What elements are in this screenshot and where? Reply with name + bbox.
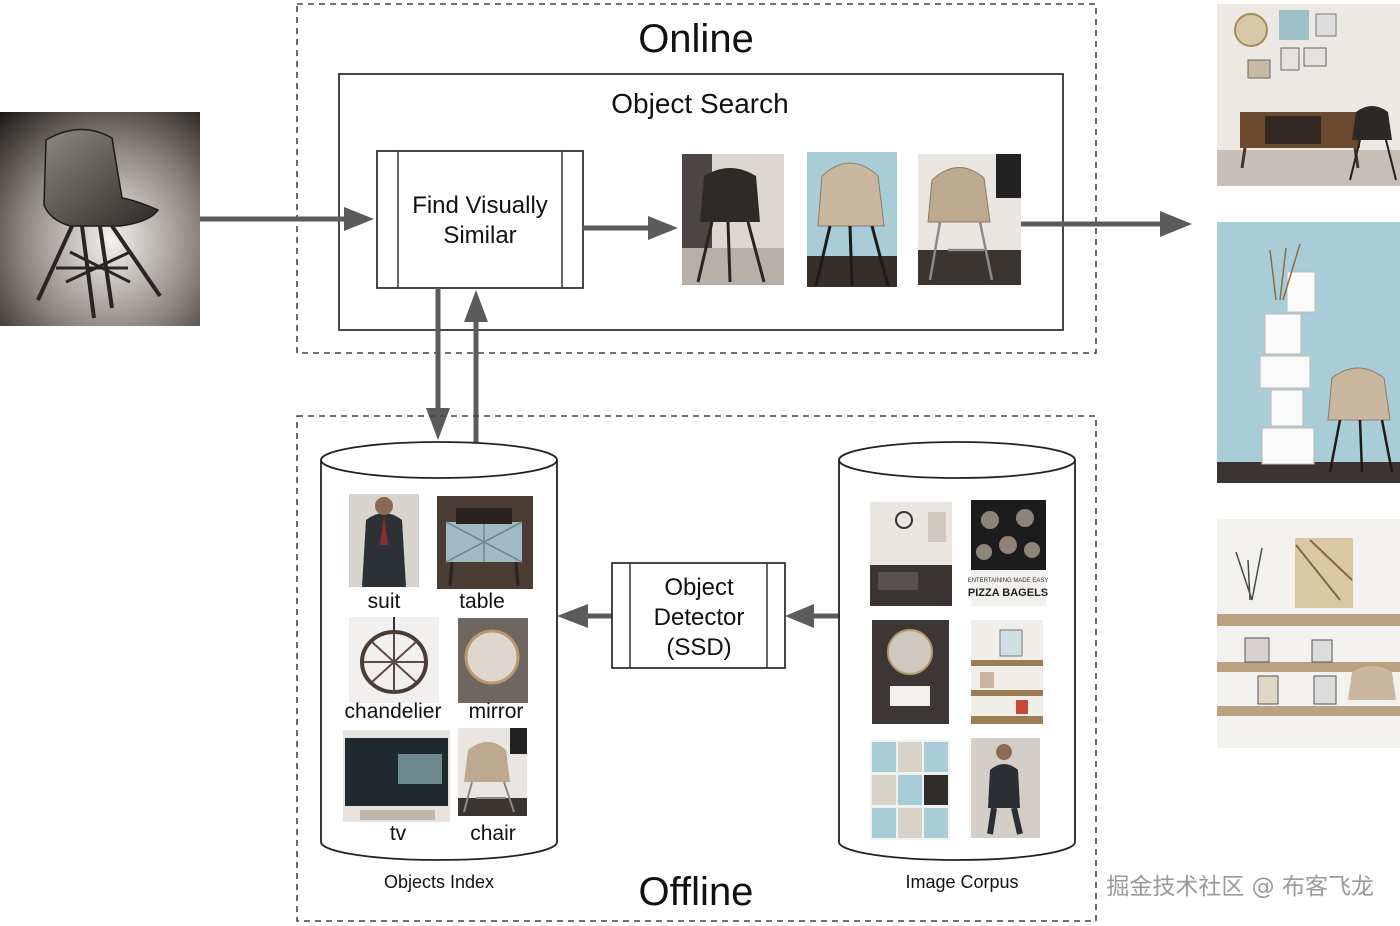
- corpus-thumb-man-suit[interactable]: [971, 738, 1040, 838]
- arrow-results-to-scenes: [1021, 211, 1192, 237]
- find-visually-similar-process[interactable]: Find Visually Similar: [376, 150, 584, 289]
- offline-title: Offline: [639, 870, 754, 914]
- index-label-table: table: [459, 590, 505, 613]
- result-thumbnail-2[interactable]: [807, 152, 897, 287]
- poster-big-text: PIZZA BAGELS: [968, 587, 1048, 599]
- poster-small-text: ENTERTAINING MADE EASY: [968, 578, 1049, 584]
- online-title: Online: [638, 17, 754, 61]
- corpus-thumb-shelves[interactable]: [971, 620, 1043, 724]
- index-thumb-mirror[interactable]: [458, 618, 528, 703]
- process-label-line1: Find Visually: [412, 192, 548, 219]
- arrow-query-to-search: [200, 207, 374, 231]
- arrow-search-to-index: [426, 288, 450, 440]
- object-search-title: Object Search: [611, 88, 788, 119]
- detector-label-line2: Detector: [654, 604, 745, 631]
- index-label-chandelier: chandelier: [345, 700, 442, 723]
- corpus-thumb-art-grid[interactable]: [870, 740, 950, 840]
- detector-label-line1: Object: [664, 574, 734, 601]
- arrow-corpus-to-detector: [785, 604, 840, 628]
- online-zone: [296, 3, 1097, 354]
- object-detector-process[interactable]: Object Detector (SSD): [611, 562, 786, 669]
- arrow-search-to-results: [583, 216, 678, 240]
- index-label-tv: tv: [390, 822, 407, 845]
- index-label-suit: suit: [368, 590, 401, 613]
- objects-index-label: Objects Index: [384, 872, 494, 892]
- arrow-detector-to-index: [557, 604, 612, 628]
- watermark-text: 掘金技术社区 @ 布客飞龙: [1106, 874, 1374, 900]
- index-thumb-chair[interactable]: [458, 728, 527, 816]
- scene-image-wall-shelves[interactable]: [1217, 519, 1400, 748]
- query-chair-image[interactable]: [0, 112, 200, 326]
- image-corpus-label: Image Corpus: [905, 872, 1018, 892]
- corpus-thumb-living-room[interactable]: [870, 502, 952, 606]
- result-thumbnail-1[interactable]: [682, 154, 784, 285]
- index-thumb-table[interactable]: [437, 496, 533, 589]
- index-thumb-suit[interactable]: [349, 494, 419, 587]
- corpus-thumb-pizza-poster[interactable]: ENTERTAINING MADE EASY PIZZA BAGELS: [968, 500, 1049, 606]
- object-search-box: [338, 73, 1064, 331]
- offline-zone: [296, 415, 1097, 922]
- index-thumb-chandelier[interactable]: [349, 617, 439, 703]
- arrow-index-to-search: [464, 290, 488, 445]
- process-label-line2: Similar: [443, 222, 516, 249]
- result-thumbnail-3[interactable]: [918, 154, 1021, 285]
- scene-image-sideboard[interactable]: [1217, 4, 1400, 186]
- index-thumb-tv[interactable]: [343, 730, 450, 822]
- corpus-thumb-bathroom[interactable]: [872, 620, 949, 724]
- scene-image-shelving[interactable]: [1217, 222, 1400, 483]
- index-label-mirror: mirror: [469, 700, 524, 723]
- index-label-chair: chair: [470, 822, 516, 845]
- detector-label-line3: (SSD): [666, 634, 731, 661]
